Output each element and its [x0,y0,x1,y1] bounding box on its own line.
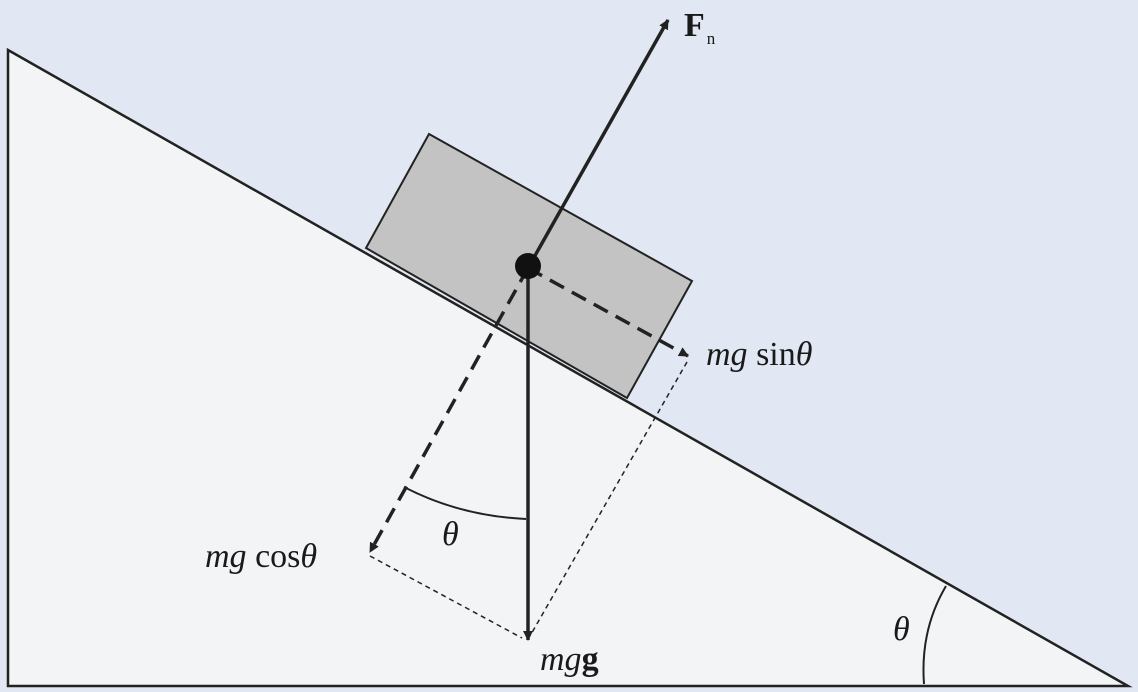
cos-theta: θ [300,538,317,575]
normal-force-subscript: n [707,29,716,48]
mg-cos-theta-arrow [368,267,530,553]
gravity-label: mgg [540,641,599,678]
mg-sin-theta-arrow [527,266,689,358]
mg-sin-theta-label: mg sinθ [706,336,812,373]
dashed-guide-cos-to-mg [369,555,523,639]
angle-arc-at-mass [403,486,527,520]
angle-label-at-base: θ [893,611,910,648]
cos-function: cos [247,538,301,575]
center-of-mass [515,253,541,279]
sin-function: sin [748,336,796,373]
gravity-mass: mg [540,641,582,678]
normal-force-arrow [526,19,670,269]
normal-force-symbol: F [684,7,705,44]
sin-coefficient: mg [706,336,748,373]
mg-cos-theta-label: mg cosθ [205,538,317,575]
sin-theta: θ [796,336,813,373]
gravity-g: g [582,641,599,678]
cos-coefficient: mg [205,538,247,575]
dashed-guide-sin-to-mg [529,361,688,637]
angle-arc-at-base [922,585,947,685]
incline-wedge [6,47,1133,688]
angle-label-at-mass: θ [442,516,459,553]
